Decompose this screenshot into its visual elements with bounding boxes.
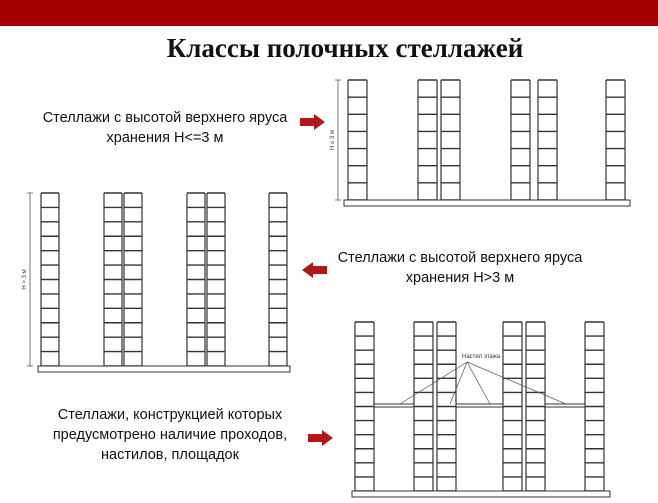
platform-rack-diagram: Настил этажа [351,321,611,498]
height-label: H > 3 м [22,269,28,289]
height-label: H ≤ 3 м [330,130,336,150]
deck-leader-line [466,361,491,405]
page-title: Классы полочных стеллажей [166,33,524,63]
caption-low-rack: Стеллажи с высотой верхнего яруса хранен… [42,110,288,146]
deck-platform [455,403,504,408]
arrow-right-icon [308,430,333,446]
deck-platform [373,403,415,408]
header-bar [0,0,658,26]
arrow-right-icon [300,114,325,130]
caption-high-rack: Стеллажи с высотой верхнего яруса хранен… [337,250,583,286]
arrow-left-icon [302,262,327,278]
high-rack-diagram: H > 3 м [22,192,291,373]
low-rack-diagram: H ≤ 3 м [330,79,631,207]
floor-base [37,365,291,373]
deck-leader-line [399,361,468,405]
deck-leader-line [466,361,567,405]
caption-platform-rack: Стеллажи, конструкцией которых предусмот… [52,407,288,463]
deck-label: Настил этажа [462,354,501,360]
floor-base [343,199,631,207]
deck-leader-line [449,361,468,405]
floor-base [351,490,611,498]
deck-platform [544,403,586,408]
